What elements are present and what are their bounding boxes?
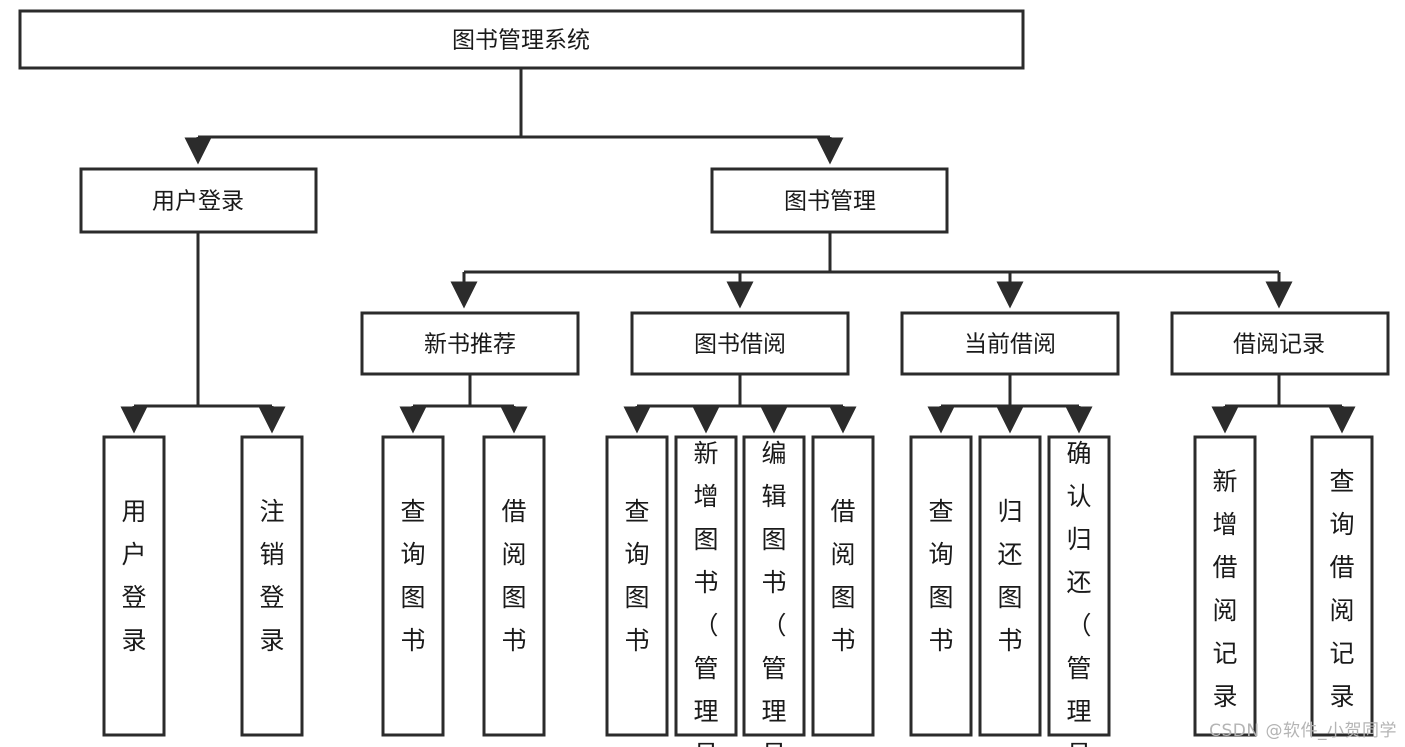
csdn-watermark: CSDN @软件_小贺同学 [1209, 721, 1397, 741]
node-leaf-user-login-label: 用户登录 [121, 497, 146, 655]
node-borrow-record-label: 借阅记录 [1233, 332, 1325, 358]
node-user-login[interactable]: 用户登录 [79, 167, 318, 234]
node-book-manage[interactable]: 图书管理 [710, 167, 949, 234]
node-leaf-query-book-3-box[interactable] [909, 435, 973, 737]
node-leaf-borrow-book-2[interactable]: 借阅图书 [811, 435, 875, 737]
node-leaf-logout-login[interactable]: 注销登录 [240, 435, 304, 737]
node-borrow-record[interactable]: 借阅记录 [1170, 311, 1390, 376]
node-leaf-logout-login-box[interactable] [240, 435, 304, 737]
node-book-manage-label: 图书管理 [784, 189, 876, 215]
node-leaf-logout-login-label: 注销登录 [259, 497, 284, 655]
node-leaf-return-book-label: 归还图书 [997, 497, 1022, 655]
node-leaf-add-record[interactable]: 新增借阅记录 [1193, 435, 1257, 737]
node-leaf-query-book-2-box[interactable] [605, 435, 669, 737]
node-leaf-return-book-box[interactable] [978, 435, 1042, 737]
node-leaf-confirm-return-box[interactable] [1047, 435, 1111, 737]
node-leaf-borrow-book-1[interactable]: 借阅图书 [482, 435, 546, 737]
node-leaf-borrow-book-2-label: 借阅图书 [830, 497, 855, 655]
node-leaf-query-record-label: 查询借阅记录 [1329, 467, 1354, 711]
node-user-login-label: 用户登录 [152, 189, 244, 215]
node-borrow-record-box[interactable] [1170, 311, 1390, 376]
node-book-borrow[interactable]: 图书借阅 [630, 311, 850, 376]
node-book-borrow-box[interactable] [630, 311, 850, 376]
node-current-borrow-box[interactable] [900, 311, 1120, 376]
node-user-login-box[interactable] [79, 167, 318, 234]
node-leaf-query-book-1[interactable]: 查询图书 [381, 435, 445, 737]
node-leaf-borrow-book-1-label: 借阅图书 [501, 497, 526, 655]
node-leaf-add-book[interactable]: 新增图书（管理员） [674, 435, 738, 747]
node-leaf-add-record-box[interactable] [1193, 435, 1257, 737]
node-leaf-user-login-box[interactable] [102, 435, 166, 737]
node-leaf-add-record-label: 新增借阅记录 [1212, 467, 1237, 711]
node-book-borrow-label: 图书借阅 [694, 332, 786, 358]
node-new-book-recommend-label: 新书推荐 [424, 332, 516, 358]
node-leaf-query-book-3-label: 查询图书 [928, 497, 953, 655]
node-new-book-recommend-box[interactable] [360, 311, 580, 376]
node-leaf-query-record[interactable]: 查询借阅记录 [1310, 435, 1374, 737]
node-root-label: 图书管理系统 [452, 28, 590, 54]
node-leaf-query-book-2[interactable]: 查询图书 [605, 435, 669, 737]
node-leaf-query-record-box[interactable] [1310, 435, 1374, 737]
node-leaf-edit-book-label: 编辑图书（管理员） [761, 439, 786, 747]
node-leaf-borrow-book-2-box[interactable] [811, 435, 875, 737]
node-book-manage-box[interactable] [710, 167, 949, 234]
node-root[interactable]: 图书管理系统 [18, 9, 1025, 70]
node-current-borrow-label: 当前借阅 [964, 332, 1056, 358]
node-leaf-borrow-book-1-box[interactable] [482, 435, 546, 737]
node-leaf-query-book-1-box[interactable] [381, 435, 445, 737]
node-new-book-recommend[interactable]: 新书推荐 [360, 311, 580, 376]
node-leaf-add-book-box[interactable] [674, 435, 738, 737]
node-leaf-return-book[interactable]: 归还图书 [978, 435, 1042, 737]
node-leaf-confirm-return[interactable]: 确认归还（管理员） [1047, 435, 1111, 747]
node-leaf-query-book-3[interactable]: 查询图书 [909, 435, 973, 737]
edge-layer [120, 68, 1356, 434]
node-leaf-add-book-label: 新增图书（管理员） [693, 439, 718, 747]
node-leaf-edit-book[interactable]: 编辑图书（管理员） [742, 435, 806, 747]
node-leaf-edit-book-box[interactable] [742, 435, 806, 737]
node-leaf-query-book-1-label: 查询图书 [400, 497, 425, 655]
node-current-borrow[interactable]: 当前借阅 [900, 311, 1120, 376]
node-leaf-confirm-return-label: 确认归还（管理员） [1066, 439, 1091, 747]
node-root-box[interactable] [18, 9, 1025, 70]
node-leaf-user-login[interactable]: 用户登录 [102, 435, 166, 737]
node-leaf-query-book-2-label: 查询图书 [624, 497, 649, 655]
